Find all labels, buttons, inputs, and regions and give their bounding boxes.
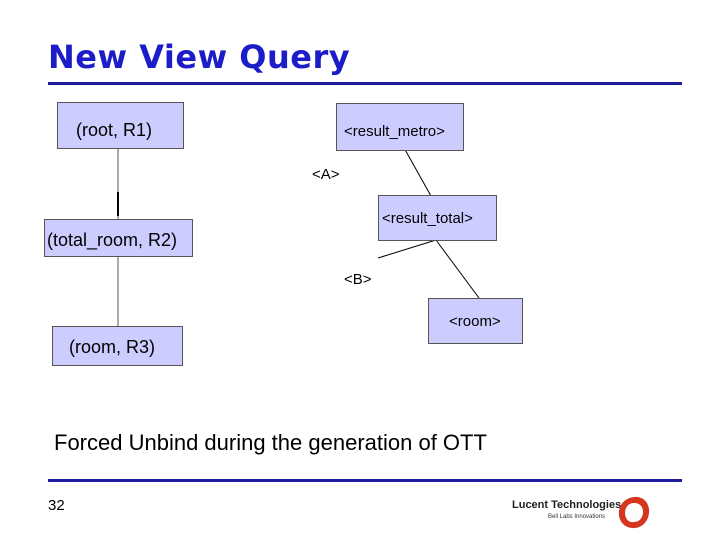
label-b: <B> bbox=[344, 271, 372, 288]
node-result-total: <result_total> bbox=[378, 195, 497, 241]
page-number: 32 bbox=[48, 497, 65, 514]
node-root-r1-label: (root, R1) bbox=[76, 120, 153, 140]
node-root-r1: (root, R1) bbox=[57, 102, 184, 149]
slide-title: New View Query bbox=[48, 38, 351, 76]
node-result-total-label: <result_total> bbox=[382, 210, 473, 227]
node-total-room-r2: (total_room, R2) bbox=[44, 219, 193, 257]
footer-rule bbox=[48, 479, 682, 482]
link-total-room-tag bbox=[435, 239, 480, 299]
lucent-logo: Lucent Technologies Bell Labs Innovation… bbox=[512, 492, 657, 532]
node-room-tag-label: <room> bbox=[449, 313, 501, 330]
node-room-r3-label: (room, R3) bbox=[69, 337, 156, 357]
node-room-tag: <room> bbox=[428, 298, 523, 344]
logo-tagline: Bell Labs Innovations bbox=[548, 514, 606, 520]
node-result-metro-label: <result_metro> bbox=[344, 123, 445, 140]
link-total-b bbox=[377, 239, 437, 259]
node-room-r3: (room, R3) bbox=[52, 326, 183, 366]
logo-company-name: Lucent Technologies bbox=[512, 499, 622, 511]
innovation-ring-icon bbox=[618, 496, 650, 529]
title-rule bbox=[48, 82, 682, 85]
node-total-room-r2-label: (total_room, R2) bbox=[47, 230, 178, 250]
slide-caption: Forced Unbind during the generation of O… bbox=[54, 430, 487, 455]
node-result-metro: <result_metro> bbox=[336, 103, 464, 151]
label-a: <A> bbox=[312, 166, 340, 183]
